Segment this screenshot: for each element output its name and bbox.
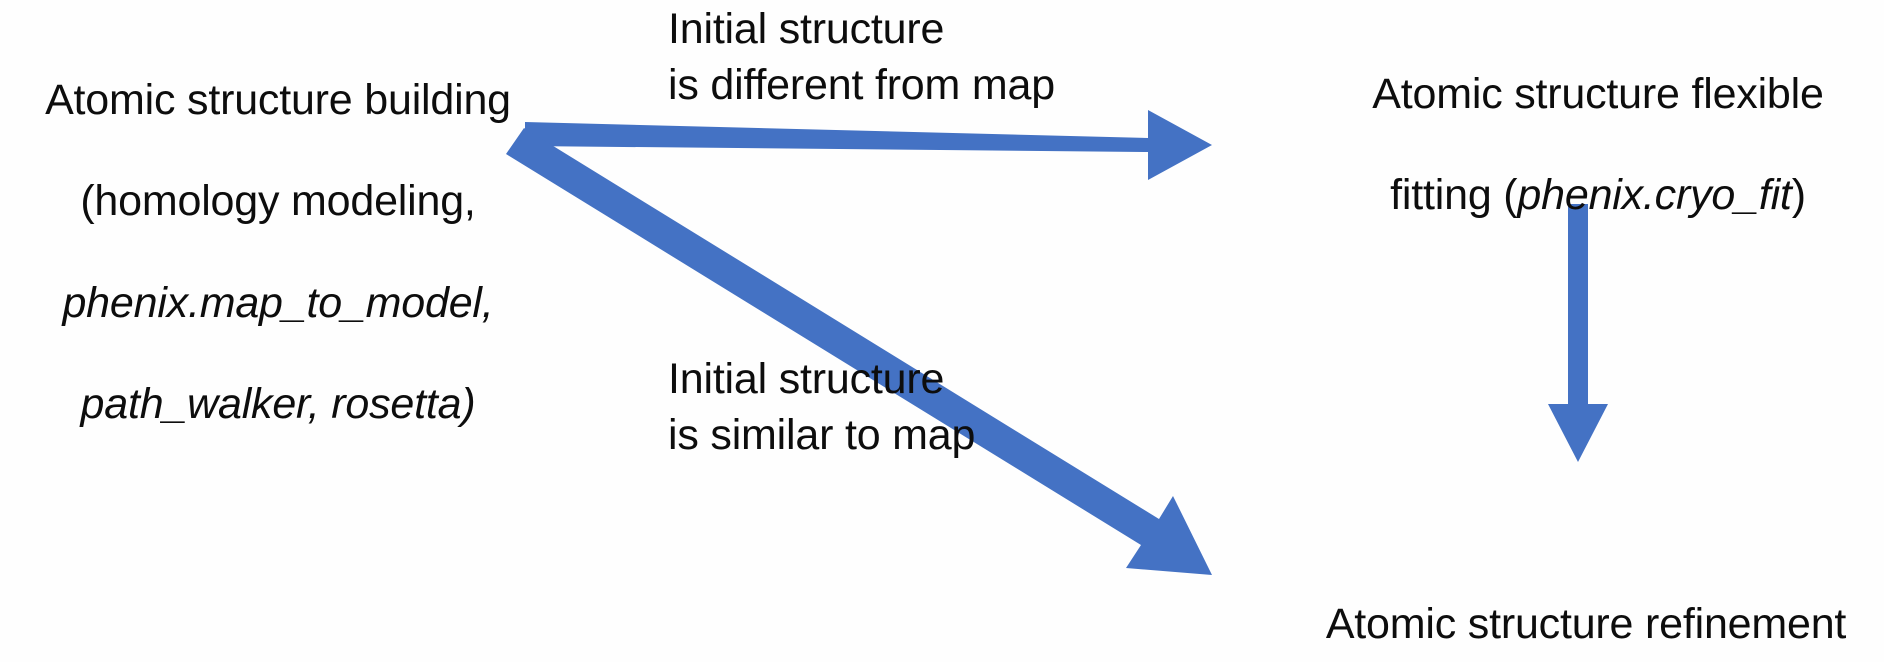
node-fitting-line1: Atomic structure flexible bbox=[1372, 69, 1824, 118]
node-building-line4: path_walker, rosetta) bbox=[80, 380, 476, 429]
node-fitting-command: phenix.cryo_fit bbox=[1517, 171, 1792, 220]
node-refinement-line1: Atomic structure refinement bbox=[1325, 599, 1847, 648]
node-atomic-structure-flexible-fitting: Atomic structure flexible fitting (pheni… bbox=[1318, 18, 1878, 272]
edge-label-initial-structure-different: Initial structure is different from map bbox=[668, 2, 1138, 114]
edge-label-different-line1: Initial structure bbox=[668, 5, 945, 53]
edge-label-different-line2: is different from map bbox=[668, 60, 1055, 109]
node-building-line2: (homology modeling, bbox=[80, 177, 476, 226]
arrow-building-to-flexible-fitting bbox=[525, 110, 1212, 180]
node-building-line1: Atomic structure building bbox=[45, 75, 511, 124]
node-fitting-line2-prefix: fitting ( bbox=[1390, 171, 1518, 220]
node-fitting-line2-suffix: ) bbox=[1791, 171, 1806, 220]
edge-label-similar-line1: Initial structure bbox=[668, 355, 945, 403]
edge-label-similar-line2: is similar to map bbox=[668, 410, 976, 459]
edge-label-initial-structure-similar: Initial structure is similar to map bbox=[668, 352, 1138, 464]
node-fitting-line2: fitting (phenix.cryo_fit) bbox=[1318, 170, 1878, 221]
node-building-line3: phenix.map_to_model, bbox=[62, 278, 494, 327]
node-atomic-structure-refinement: Atomic structure refinement (phenix.real… bbox=[1288, 548, 1884, 662]
node-atomic-structure-building: Atomic structure building (homology mode… bbox=[8, 24, 548, 481]
